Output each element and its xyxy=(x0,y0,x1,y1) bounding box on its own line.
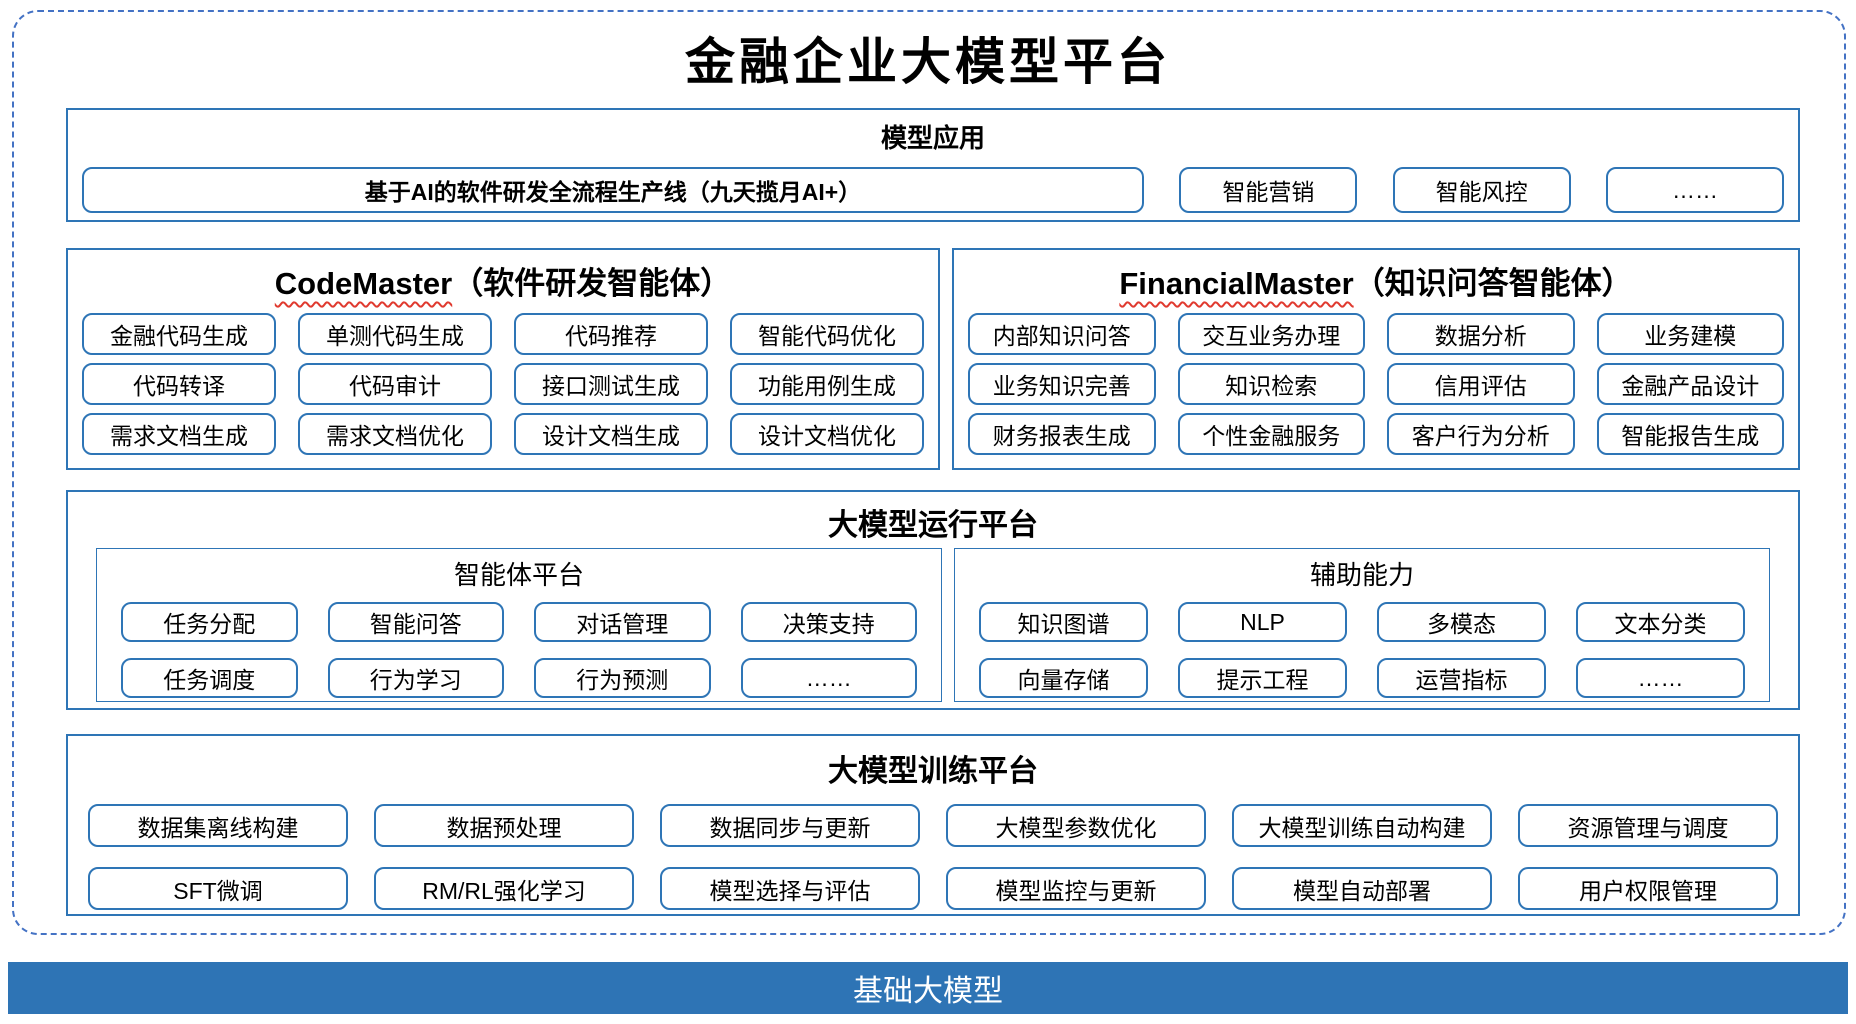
foundation-model-bar: 基础大模型 xyxy=(8,962,1848,1014)
section-title-model-applications: 模型应用 xyxy=(880,123,985,153)
training-pill: 模型选择与评估 xyxy=(660,867,920,910)
aux-ability-pill: 文本分类 xyxy=(1576,602,1745,642)
section-runtime-platform: 大模型运行平台 智能体平台 任务分配 智能问答 对话管理 决策支持 任务调度 行… xyxy=(66,490,1800,710)
codemaster-title-en: CodeMaster xyxy=(274,266,453,301)
panel-title-agent-platform: 智能体平台 xyxy=(453,560,584,590)
financialmaster-title-zh: （知识问答智能体） xyxy=(1353,266,1633,301)
codemaster-pill: 单测代码生成 xyxy=(298,313,492,355)
financialmaster-pill: 数据分析 xyxy=(1387,313,1575,355)
agent-platform-pill: 行为学习 xyxy=(327,658,504,698)
codemaster-pill: 功能用例生成 xyxy=(730,363,924,405)
codemaster-pill: 代码转译 xyxy=(82,363,276,405)
financialmaster-grid: 内部知识问答 交互业务办理 数据分析 业务建模 业务知识完善 知识检索 信用评估… xyxy=(954,303,1798,455)
aux-ability-pill: NLP xyxy=(1178,602,1347,642)
section-codemaster: CodeMaster（软件研发智能体） 金融代码生成 单测代码生成 代码推荐 智… xyxy=(66,248,940,470)
financialmaster-pill: 智能报告生成 xyxy=(1596,413,1784,455)
agent-platform-pill: 对话管理 xyxy=(534,602,711,642)
agent-platform-pill: …… xyxy=(740,658,917,698)
app-pill-marketing: 智能营销 xyxy=(1179,167,1358,213)
codemaster-pill: 需求文档优化 xyxy=(298,413,492,455)
financialmaster-pill: 交互业务办理 xyxy=(1177,313,1365,355)
aux-ability-pill: 提示工程 xyxy=(1178,658,1347,698)
financialmaster-pill: 信用评估 xyxy=(1387,363,1575,405)
financialmaster-pill: 知识检索 xyxy=(1177,363,1365,405)
section-financialmaster: FinancialMaster（知识问答智能体） 内部知识问答 交互业务办理 数… xyxy=(952,248,1800,470)
section-title-codemaster: CodeMaster（软件研发智能体） xyxy=(68,258,938,303)
training-pill: 用户权限管理 xyxy=(1518,867,1778,910)
codemaster-pill: 需求文档生成 xyxy=(82,413,276,455)
panel-title-aux-ability: 辅助能力 xyxy=(1309,560,1414,590)
agent-platform-pill: 智能问答 xyxy=(327,602,504,642)
codemaster-pill: 设计文档优化 xyxy=(730,413,924,455)
section-title-training-platform: 大模型训练平台 xyxy=(828,755,1038,788)
codemaster-title-zh: （软件研发智能体） xyxy=(452,266,732,301)
financialmaster-pill: 金融产品设计 xyxy=(1596,363,1784,405)
training-pill: 资源管理与调度 xyxy=(1518,804,1778,847)
financialmaster-pill: 个性金融服务 xyxy=(1177,413,1365,455)
model-applications-row: 基于AI的软件研发全流程生产线（九天揽月AI+） 智能营销 智能风控 …… xyxy=(68,167,1798,213)
page-title: 金融企业大模型平台 xyxy=(685,32,1171,91)
codemaster-pill: 设计文档生成 xyxy=(514,413,708,455)
training-grid: 数据集离线构建 数据预处理 数据同步与更新 大模型参数优化 大模型训练自动构建 … xyxy=(68,790,1798,910)
codemaster-pill: 智能代码优化 xyxy=(730,313,924,355)
panel-aux-ability: 辅助能力 知识图谱 NLP 多模态 文本分类 向量存储 提示工程 运营指标 …… xyxy=(954,548,1770,702)
aux-ability-grid: 知识图谱 NLP 多模态 文本分类 向量存储 提示工程 运营指标 …… xyxy=(955,592,1769,698)
aux-ability-pill: 运营指标 xyxy=(1377,658,1546,698)
agent-platform-pill: 任务分配 xyxy=(121,602,298,642)
foundation-model-label: 基础大模型 xyxy=(853,975,1003,1008)
financialmaster-pill: 财务报表生成 xyxy=(968,413,1156,455)
section-model-applications: 模型应用 基于AI的软件研发全流程生产线（九天揽月AI+） 智能营销 智能风控 … xyxy=(66,108,1800,222)
codemaster-pill: 代码审计 xyxy=(298,363,492,405)
codemaster-pill: 金融代码生成 xyxy=(82,313,276,355)
agent-platform-pill: 决策支持 xyxy=(740,602,917,642)
training-pill: 数据同步与更新 xyxy=(660,804,920,847)
training-pill: 模型自动部署 xyxy=(1232,867,1492,910)
training-pill: 数据预处理 xyxy=(374,804,634,847)
training-pill: 模型监控与更新 xyxy=(946,867,1206,910)
app-pill-risk-control: 智能风控 xyxy=(1392,167,1571,213)
training-pill: 大模型训练自动构建 xyxy=(1232,804,1492,847)
section-title-runtime-platform: 大模型运行平台 xyxy=(828,509,1038,542)
codemaster-pill: 接口测试生成 xyxy=(514,363,708,405)
section-title-financialmaster: FinancialMaster（知识问答智能体） xyxy=(954,258,1798,303)
panel-agent-platform: 智能体平台 任务分配 智能问答 对话管理 决策支持 任务调度 行为学习 行为预测… xyxy=(96,548,942,702)
section-agents-row: CodeMaster（软件研发智能体） 金融代码生成 单测代码生成 代码推荐 智… xyxy=(66,248,1800,470)
aux-ability-pill: …… xyxy=(1576,658,1745,698)
financialmaster-title-en: FinancialMaster xyxy=(1119,266,1354,301)
agent-platform-pill: 任务调度 xyxy=(121,658,298,698)
financialmaster-pill: 客户行为分析 xyxy=(1387,413,1575,455)
section-training-platform: 大模型训练平台 数据集离线构建 数据预处理 数据同步与更新 大模型参数优化 大模… xyxy=(66,734,1800,916)
codemaster-pill: 代码推荐 xyxy=(514,313,708,355)
training-pill: 数据集离线构建 xyxy=(88,804,348,847)
training-pill: RM/RL强化学习 xyxy=(374,867,634,910)
codemaster-grid: 金融代码生成 单测代码生成 代码推荐 智能代码优化 代码转译 代码审计 接口测试… xyxy=(68,303,938,455)
aux-ability-pill: 多模态 xyxy=(1377,602,1546,642)
agent-platform-grid: 任务分配 智能问答 对话管理 决策支持 任务调度 行为学习 行为预测 …… xyxy=(97,592,941,698)
financialmaster-pill: 业务建模 xyxy=(1596,313,1784,355)
financialmaster-pill: 业务知识完善 xyxy=(968,363,1156,405)
app-pill-ellipsis: …… xyxy=(1605,167,1784,213)
financialmaster-pill: 内部知识问答 xyxy=(968,313,1156,355)
app-pill-ai-pipeline: 基于AI的软件研发全流程生产线（九天揽月AI+） xyxy=(82,167,1144,213)
training-pill: 大模型参数优化 xyxy=(946,804,1206,847)
aux-ability-pill: 知识图谱 xyxy=(979,602,1148,642)
agent-platform-pill: 行为预测 xyxy=(534,658,711,698)
training-pill: SFT微调 xyxy=(88,867,348,910)
aux-ability-pill: 向量存储 xyxy=(979,658,1148,698)
